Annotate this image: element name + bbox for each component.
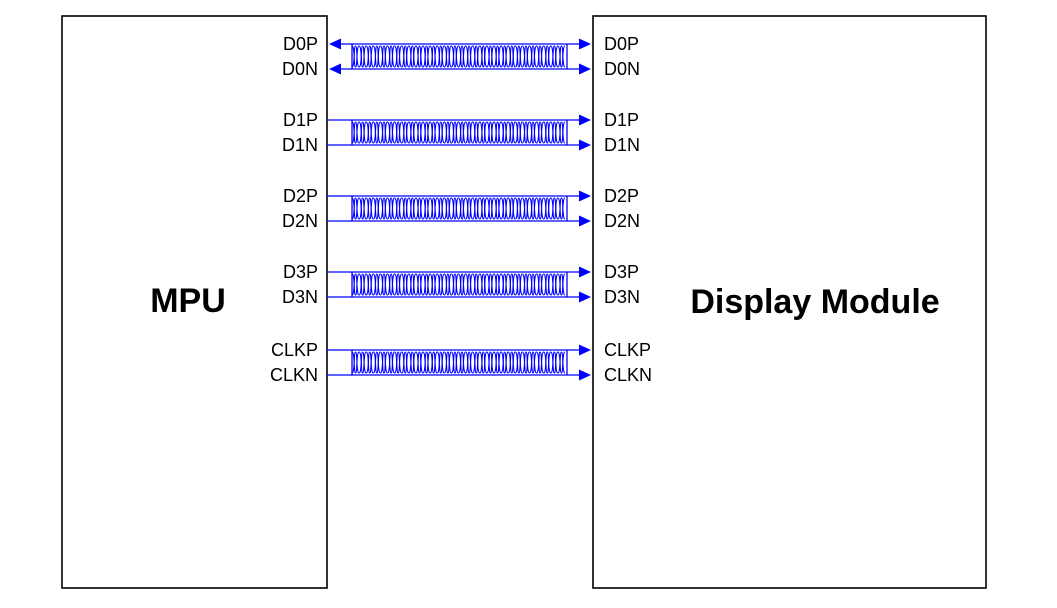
twisted-pair-strand-a bbox=[351, 45, 566, 68]
arrow-left-icon bbox=[329, 38, 341, 50]
twisted-pair-strand-b bbox=[351, 45, 566, 68]
arrow-right-icon bbox=[579, 369, 591, 381]
mpu-pin-label-d2n: D2N bbox=[282, 211, 318, 231]
arrow-left-icon bbox=[329, 63, 341, 75]
mpu-pin-label-d3p: D3P bbox=[283, 262, 318, 282]
mpu-pin-label-d0p: D0P bbox=[283, 34, 318, 54]
twisted-pair-strand-a bbox=[351, 351, 566, 374]
arrow-right-icon bbox=[579, 114, 591, 126]
display-module-box bbox=[592, 15, 987, 589]
mpu-pin-label-d1n: D1N bbox=[282, 135, 318, 155]
display-pin-label-d0n: D0N bbox=[604, 59, 640, 79]
lane-d1 bbox=[327, 114, 591, 151]
lane-clk bbox=[327, 344, 591, 381]
twisted-pair-strand-b bbox=[351, 273, 566, 296]
differential-lanes bbox=[327, 38, 591, 381]
arrow-right-icon bbox=[579, 215, 591, 227]
display-pin-label-d0p: D0P bbox=[604, 34, 639, 54]
arrow-right-icon bbox=[579, 291, 591, 303]
arrow-right-icon bbox=[579, 38, 591, 50]
mpu-title: MPU bbox=[150, 282, 226, 320]
lane-d2 bbox=[327, 190, 591, 227]
arrow-right-icon bbox=[579, 139, 591, 151]
twisted-pair-strand-a bbox=[351, 121, 566, 144]
mpu-pin-labels: D0P D0N D1P D1N D2P D2N D3P D3N CLKP CLKN bbox=[270, 34, 318, 385]
display-pin-label-d2n: D2N bbox=[604, 211, 640, 231]
display-pin-label-d2p: D2P bbox=[604, 186, 639, 206]
twisted-pair-strand-b bbox=[351, 351, 566, 374]
display-pin-label-d1p: D1P bbox=[604, 110, 639, 130]
mpu-pin-label-d3n: D3N bbox=[282, 287, 318, 307]
arrow-right-icon bbox=[579, 344, 591, 356]
twisted-pair-strand-a bbox=[351, 197, 566, 220]
lane-d3 bbox=[327, 266, 591, 303]
lane-d0 bbox=[329, 38, 591, 75]
mpu-pin-label-d2p: D2P bbox=[283, 186, 318, 206]
mpu-pin-label-clkp: CLKP bbox=[271, 340, 318, 360]
arrow-right-icon bbox=[579, 266, 591, 278]
display-pin-label-clkp: CLKP bbox=[604, 340, 651, 360]
mpu-box bbox=[61, 15, 328, 589]
twisted-pair-strand-b bbox=[351, 121, 566, 144]
mpu-pin-label-d0n: D0N bbox=[282, 59, 318, 79]
arrow-right-icon bbox=[579, 190, 591, 202]
display-pin-label-d1n: D1N bbox=[604, 135, 640, 155]
display-pin-label-d3n: D3N bbox=[604, 287, 640, 307]
mpu-pin-label-d1p: D1P bbox=[283, 110, 318, 130]
twisted-pair-strand-b bbox=[351, 197, 566, 220]
mpu-block: MPU D0P D0N D1P D1N D2P D2N D3P D3N CLKP CLKN bbox=[61, 15, 328, 589]
display-pin-label-clkn: CLKN bbox=[604, 365, 652, 385]
display-module-title: Display Module bbox=[690, 283, 939, 321]
twisted-pair-strand-a bbox=[351, 273, 566, 296]
arrow-right-icon bbox=[579, 63, 591, 75]
display-module-block: Display Module D0P D0N D1P D1N D2P D2N D3P D3N C… bbox=[592, 15, 987, 589]
mpu-pin-label-clkn: CLKN bbox=[270, 365, 318, 385]
display-pin-label-d3p: D3P bbox=[604, 262, 639, 282]
display-pin-labels: D0P D0N D1P D1N D2P D2N D3P D3N CLKP CLKN bbox=[604, 34, 652, 385]
